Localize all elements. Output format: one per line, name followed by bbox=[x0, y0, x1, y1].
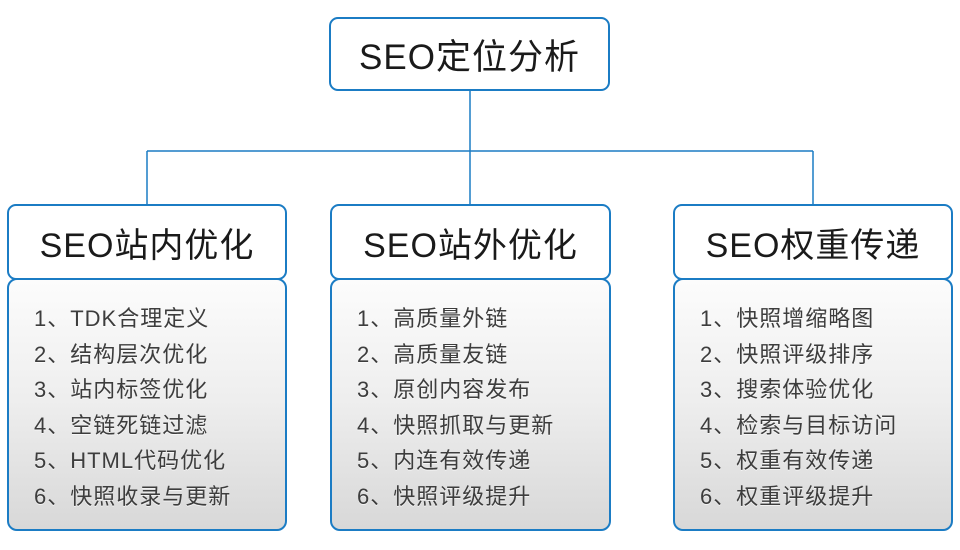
list-item: 3、搜索体验优化 bbox=[700, 377, 875, 402]
list-item: 1、高质量外链 bbox=[357, 306, 509, 331]
root-node-label: SEO定位分析 bbox=[359, 37, 580, 77]
column-title: SEO站内优化 bbox=[39, 226, 255, 265]
list-item: 6、快照评级提升 bbox=[357, 483, 532, 509]
list-item: 6、权重评级提升 bbox=[700, 483, 875, 509]
list-item: 2、快照评级排序 bbox=[700, 341, 875, 367]
item-list: 1、TDK合理定义 2、结构层次优化 3、站内标签优化 4、空链死链过滤 5、H… bbox=[9, 280, 285, 514]
list-item: 1、快照增缩略图 bbox=[700, 306, 875, 331]
list-item: 2、高质量友链 bbox=[357, 341, 509, 367]
column-header-offsite: SEO站外优化 bbox=[330, 204, 611, 280]
list-item: 3、原创内容发布 bbox=[357, 377, 532, 402]
list-item: 6、快照收录与更新 bbox=[34, 483, 232, 509]
root-node: SEO定位分析 bbox=[329, 17, 610, 91]
column-list-weight: 1、快照增缩略图 2、快照评级排序 3、搜索体验优化 4、检索与目标访问 5、权… bbox=[673, 278, 953, 531]
column-list-onsite: 1、TDK合理定义 2、结构层次优化 3、站内标签优化 4、空链死链过滤 5、H… bbox=[7, 278, 287, 531]
column-title: SEO权重传递 bbox=[705, 226, 921, 265]
list-item: 1、TDK合理定义 bbox=[34, 306, 210, 331]
column-list-offsite: 1、高质量外链 2、高质量友链 3、原创内容发布 4、快照抓取与更新 5、内连有… bbox=[330, 278, 611, 531]
list-item: 5、权重有效传递 bbox=[700, 448, 875, 473]
column-header-weight: SEO权重传递 bbox=[673, 204, 953, 280]
column-title: SEO站外优化 bbox=[363, 226, 578, 265]
column-header-onsite: SEO站内优化 bbox=[7, 204, 287, 280]
list-item: 4、检索与目标访问 bbox=[700, 412, 898, 438]
list-item: 4、空链死链过滤 bbox=[34, 412, 209, 438]
list-item: 4、快照抓取与更新 bbox=[357, 412, 555, 438]
list-item: 5、内连有效传递 bbox=[357, 448, 532, 473]
list-item: 2、结构层次优化 bbox=[34, 341, 209, 367]
list-item: 3、站内标签优化 bbox=[34, 377, 209, 402]
item-list: 1、高质量外链 2、高质量友链 3、原创内容发布 4、快照抓取与更新 5、内连有… bbox=[332, 280, 609, 514]
list-item: 5、HTML代码优化 bbox=[34, 448, 227, 473]
item-list: 1、快照增缩略图 2、快照评级排序 3、搜索体验优化 4、检索与目标访问 5、权… bbox=[675, 280, 951, 514]
